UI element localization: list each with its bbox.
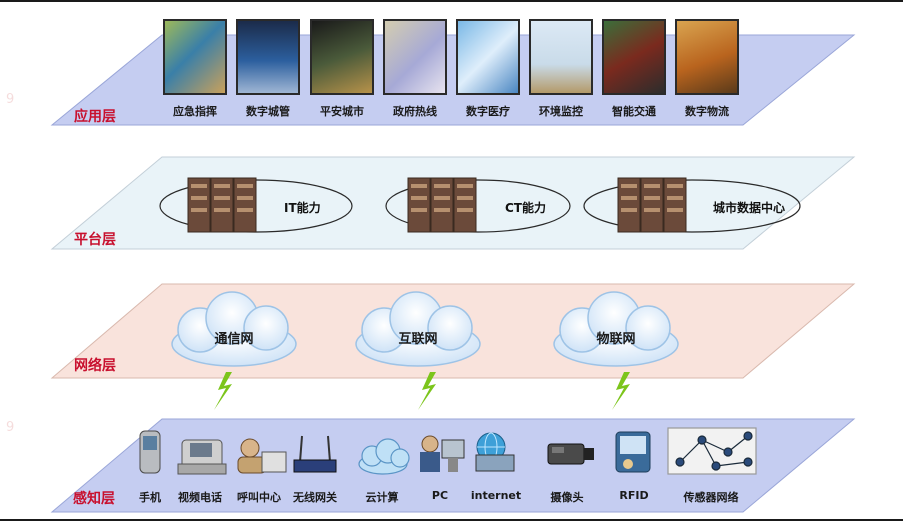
server-rack-icon [210, 177, 234, 233]
device-label-phone: 手机 [139, 491, 161, 504]
cloud-computing-icon [358, 438, 410, 475]
platform-ellipse-ct [385, 179, 571, 233]
server-rack-icon [407, 177, 431, 233]
device-label-video-phone: 视频电话 [178, 491, 222, 504]
server-rack-icon [430, 177, 454, 233]
server-rack-icon [233, 177, 257, 233]
platform-ellipse-dc [583, 179, 801, 233]
cloud-icon [355, 291, 481, 367]
cloud-icon [553, 291, 679, 367]
app-label-gov-hotline: 政府热线 [393, 105, 437, 118]
call-center-icon [237, 438, 287, 474]
app-label-medical: 数字医疗 [466, 105, 510, 118]
platform-label-it: IT能力 [284, 201, 321, 215]
server-rack-icon [453, 177, 477, 233]
device-label-internet: internet [470, 489, 522, 502]
truck-photo [602, 19, 666, 95]
medical-device-photo [456, 19, 520, 95]
app-label-logistics: 数字物流 [685, 105, 729, 118]
platform-label-ct: CT能力 [505, 201, 546, 215]
app-label-environment: 环境监控 [539, 105, 583, 118]
network-label-internet: 互联网 [398, 332, 438, 347]
app-label-emergency: 应急指挥 [173, 105, 217, 118]
control-room-photo [310, 19, 374, 95]
cloud-icon [171, 291, 297, 367]
command-center-photo [163, 19, 227, 95]
server-rack-icon [187, 177, 211, 233]
device-label-pc: PC [431, 489, 449, 502]
watermark: 9 [6, 420, 15, 435]
camera-icon [547, 443, 594, 465]
device-label-camera: 摄像头 [550, 491, 584, 504]
lightning-bolt-icon [612, 372, 630, 410]
device-label-call-center: 呼叫中心 [237, 491, 281, 504]
device-label-cloud-computing: 云计算 [365, 491, 399, 504]
layer-label-application: 应用层 [74, 109, 116, 125]
bottom-rule [0, 519, 903, 521]
device-label-wireless-gateway: 无线网关 [293, 491, 337, 504]
layer-label-network: 网络层 [74, 358, 116, 374]
layer-label-perception: 感知层 [73, 491, 115, 507]
sensor-network-icon [667, 427, 757, 475]
server-rack-icon [663, 177, 687, 233]
layer-label-platform: 平台层 [74, 232, 116, 248]
server-rack-icon [617, 177, 641, 233]
wireless-gateway-icon [293, 435, 337, 473]
device-label-sensor-network: 传感器网络 [683, 491, 739, 504]
video-phone-icon [177, 439, 227, 475]
city-monitoring-photo [236, 19, 300, 95]
lightning-bolt-icon [418, 372, 436, 410]
logistics-truck-photo [675, 19, 739, 95]
device-label-rfid: RFID [619, 489, 649, 502]
top-rule [0, 0, 903, 2]
server-rack-icon [640, 177, 664, 233]
app-label-city-management: 数字城管 [246, 105, 290, 118]
network-label-comm: 通信网 [214, 332, 254, 347]
phone-icon [139, 430, 161, 474]
weather-station-photo [529, 19, 593, 95]
watermark: 9 [6, 92, 15, 107]
app-label-transport: 智能交通 [612, 105, 656, 118]
call-center-photo [383, 19, 447, 95]
platform-label-data-center: 城市数据中心 [713, 201, 786, 215]
pc-icon [420, 435, 465, 472]
network-label-iot: 物联网 [596, 332, 636, 347]
rfid-icon [615, 431, 651, 473]
lightning-bolt-icon [214, 372, 232, 410]
app-label-safe-city: 平安城市 [320, 105, 364, 118]
internet-icon [475, 432, 515, 472]
